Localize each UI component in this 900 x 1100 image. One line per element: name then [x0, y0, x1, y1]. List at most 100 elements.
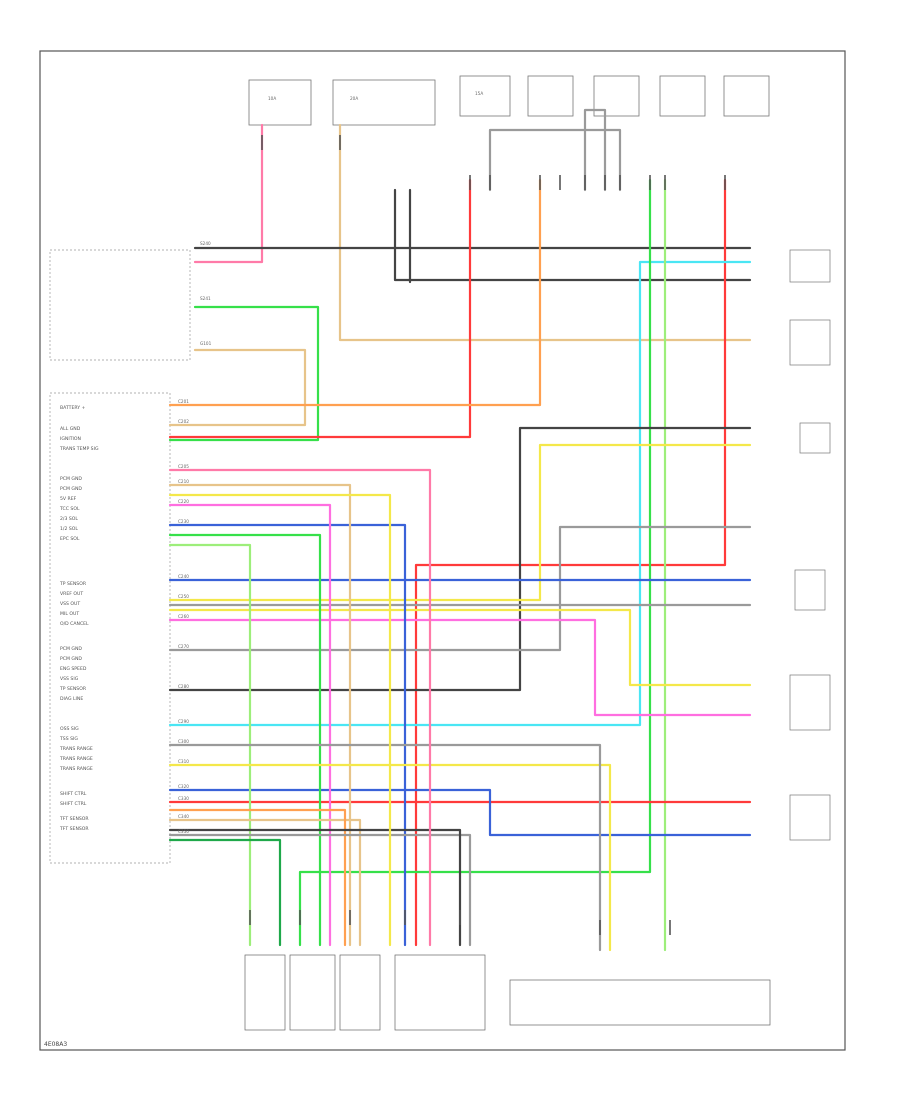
bottom-connector-c [339, 954, 381, 1031]
wire-code-label: C270 [178, 644, 189, 649]
brake-switch [799, 422, 831, 454]
wire-tan-3 [168, 818, 362, 947]
wire-green-3 [168, 533, 322, 947]
pcm-pin-label: PCM GND [60, 656, 82, 662]
fuse-box-4 [527, 75, 574, 117]
wire-orange-2 [168, 808, 347, 947]
trans-fluid-switch [789, 249, 831, 283]
connector-ticks [249, 135, 726, 935]
trans-shift-switch [789, 319, 831, 366]
wire-green-left [168, 305, 320, 442]
wire-yellow-1 [168, 443, 752, 602]
pcm-pin-label: DIAG LINE [60, 696, 83, 702]
wire-code-label: C202 [178, 419, 189, 424]
pcm-pin-label: TRANS RANGE [59, 746, 93, 752]
wires [168, 108, 752, 952]
diagram-ref-code: 4E08A3 [44, 1041, 67, 1048]
wire-code-labels: 10A 20A 15A S240 S241 G101 C201 C202 C20… [178, 91, 483, 834]
pcm-pin-label: TRANS RANGE [59, 766, 93, 772]
bottom-connector-a [244, 954, 286, 1031]
wire-gray-6 [168, 833, 472, 947]
pcm-pin-label: TSS SIG [59, 736, 78, 742]
wire-pink-2 [168, 468, 432, 947]
pcm-pin-label: 5V REF [60, 496, 77, 502]
pcm-pin-label: PCM GND [60, 476, 82, 482]
wire-code-label: C310 [178, 759, 189, 764]
fuse-block-group [248, 75, 770, 126]
wire-code-label: C230 [178, 519, 189, 524]
trans-solenoid [789, 794, 831, 841]
diagram-frame [39, 50, 846, 1051]
wire-red-2 [414, 178, 727, 947]
fuse-box-5 [593, 75, 640, 117]
wire-code-label: C290 [178, 719, 189, 724]
wire-orange-1 [168, 178, 542, 407]
fuse-box-6 [659, 75, 706, 117]
wire-code-label: C350 [178, 829, 189, 834]
wire-code-label: 10A [268, 96, 276, 101]
wire-code-label: C240 [178, 574, 189, 579]
trans-range-sensor [794, 569, 826, 611]
bottom-connector-e [509, 979, 771, 1026]
pcm-pin-label: O/D CANCEL [60, 621, 89, 627]
pcm-pin-label: 1/2 SOL [60, 526, 78, 532]
pcm-pin-label: VSS SIG [60, 676, 79, 682]
pcm-pin-label: OSS SIG [60, 726, 79, 732]
bottom-connector-b [289, 954, 336, 1031]
pcm-pin-label: TFT SENSOR [59, 816, 89, 822]
wire-red-1 [168, 178, 472, 439]
wire-tan-2 [168, 483, 352, 947]
wire-code-label: C220 [178, 499, 189, 504]
wire-code-label: C320 [178, 784, 189, 789]
wire-black-4 [168, 426, 752, 692]
fuse-box-1 [248, 79, 312, 126]
wire-blue-2 [168, 788, 752, 837]
wire-darkgreen-1 [168, 838, 282, 947]
pcm-pin-label: TRANS TEMP SIG [59, 446, 99, 452]
wire-gray-3 [168, 525, 752, 652]
pcm-pin-label: TP SENSOR [59, 581, 87, 587]
bottom-connectors [244, 954, 771, 1031]
wire-code-label: G101 [200, 341, 212, 346]
pcm-pin-label: TFT SENSOR [59, 826, 89, 832]
wire-code-label: C280 [178, 684, 189, 689]
pcm-pin-label: VSS OUT [60, 601, 80, 607]
wire-code-label: S241 [200, 296, 211, 301]
pcm-pin-label: TP SENSOR [59, 686, 87, 692]
pcm-box [49, 392, 171, 864]
wire-tan-left [168, 348, 307, 427]
wire-code-label: C250 [178, 594, 189, 599]
pcm-pin-labels: BATTERY + ALL GND IGNITION TRANS TEMP SI… [59, 405, 99, 832]
fuse-box-7 [723, 75, 770, 117]
bottom-connector-d [394, 954, 486, 1031]
wire-code-label: C300 [178, 739, 189, 744]
wire-gray-2 [583, 108, 607, 192]
pcm-pin-label: 2/3 SOL [60, 516, 78, 522]
wire-black-2 [393, 188, 752, 282]
wire-pink-top [193, 123, 264, 264]
wire-yellow-3 [168, 763, 612, 952]
wire-code-label: C330 [178, 796, 189, 801]
wire-code-label: C210 [178, 479, 189, 484]
fuse-box-2 [332, 79, 436, 126]
pcm-pin-label: BATTERY + [60, 405, 86, 411]
wire-magenta-1 [168, 618, 752, 717]
wire-black-5 [168, 828, 462, 947]
wire-cyan-1 [168, 260, 752, 727]
pcm-pin-label: SHIFT CTRL [60, 801, 87, 807]
instrument-cluster-box [49, 249, 191, 361]
wire-yellow-4 [168, 493, 392, 947]
pcm-pin-label: ALL GND [60, 426, 81, 432]
pcm-pin-label: PCM GND [60, 486, 82, 492]
pcm-pin-label: IGNITION [60, 436, 81, 442]
wire-gray-1 [488, 128, 622, 192]
pcm-pin-label: VREF OUT [60, 591, 83, 597]
pcm-pin-label: PCM GND [60, 646, 82, 652]
pcm-pin-label: TRANS RANGE [59, 756, 93, 762]
pcm-pin-label: SHIFT CTRL [60, 791, 87, 797]
pcm-pin-label: ENG SPEED [60, 666, 87, 672]
wire-tan-ground [338, 123, 752, 342]
wire-gray-5 [168, 743, 602, 952]
right-components [789, 249, 831, 841]
